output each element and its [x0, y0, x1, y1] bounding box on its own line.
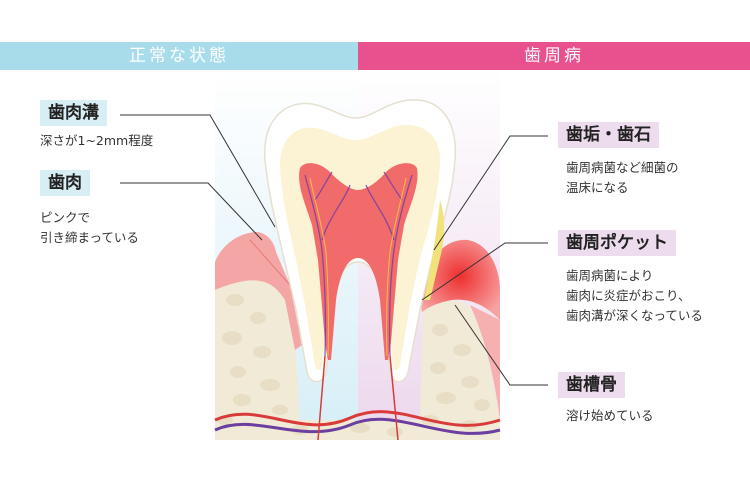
alveolar-bone-label: 歯槽骨: [558, 372, 625, 398]
gingival-sulcus-label: 歯肉溝: [40, 100, 107, 126]
gingiva-desc: ピンクで 引き締まっている: [40, 210, 139, 245]
periodontal-pocket-desc: 歯周病菌により 歯肉に炎症がおこり、 歯肉溝が深くなっている: [566, 268, 703, 323]
alveolar-bone-desc: 溶け始めている: [566, 408, 654, 423]
gum-normal: [215, 232, 302, 350]
plaque-tartar-desc: 歯周病菌など細菌の 温床になる: [566, 160, 679, 195]
gingiva-title: 歯肉: [48, 173, 82, 193]
blood-vessels: [214, 355, 501, 441]
gingiva-label: 歯肉: [40, 170, 90, 196]
gingival-sulcus-desc: 深さが1~2mm程度: [40, 133, 154, 148]
normal-state-header: 正常な状態: [0, 42, 358, 70]
periodontal-disease-header: 歯周病: [358, 42, 750, 70]
tooth: [264, 99, 457, 383]
gingival-sulcus-title: 歯肉溝: [48, 103, 99, 123]
periodontal-pocket-title: 歯周ポケット: [566, 233, 668, 253]
leader-lines: [120, 114, 548, 386]
plaque-tartar-title: 歯垢・歯石: [566, 125, 651, 145]
plaque-tartar-label: 歯垢・歯石: [558, 122, 659, 148]
alveolar-bone-title: 歯槽骨: [566, 375, 617, 395]
periodontal-pocket-label: 歯周ポケット: [558, 230, 676, 256]
